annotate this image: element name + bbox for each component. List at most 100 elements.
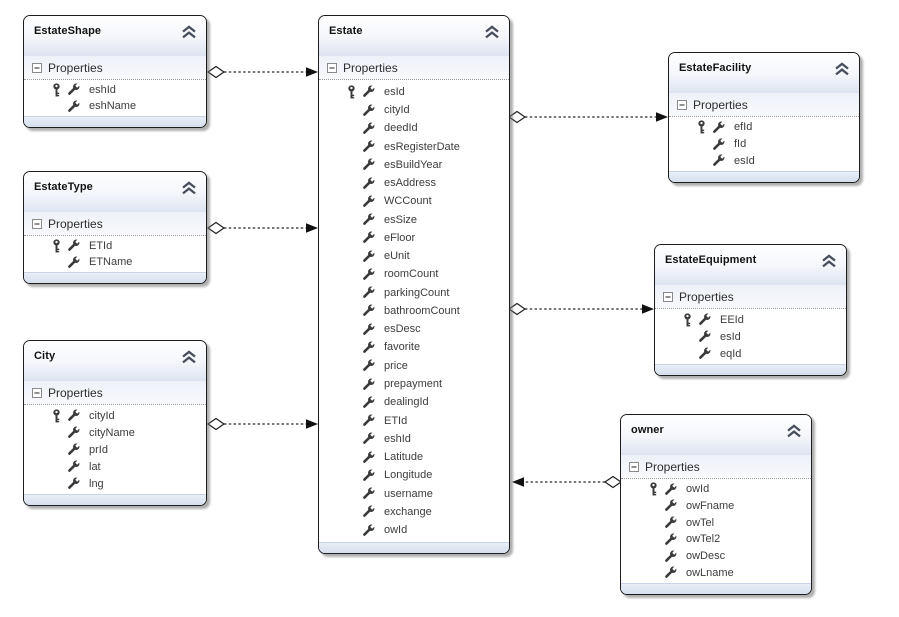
relationship-connector-EstateType-Estate[interactable] bbox=[206, 221, 318, 235]
property-name: eqId bbox=[720, 347, 742, 360]
property-row-roomCount[interactable]: roomCount bbox=[319, 267, 509, 282]
collapse-button[interactable] bbox=[484, 25, 500, 39]
property-row-eqId[interactable]: eqId bbox=[655, 346, 846, 361]
properties-expander-toggle[interactable] bbox=[32, 218, 42, 229]
property-row-Latitude[interactable]: Latitude bbox=[319, 450, 509, 465]
collapse-button[interactable] bbox=[821, 254, 837, 268]
entity-header[interactable]: Estate bbox=[319, 16, 509, 56]
property-row-cityName[interactable]: cityName bbox=[24, 425, 206, 440]
property-row-esDesc[interactable]: esDesc bbox=[319, 322, 509, 337]
properties-section-label: Properties bbox=[343, 60, 398, 75]
property-row-esId[interactable]: esId bbox=[655, 329, 846, 344]
relationship-connector-City-Estate[interactable] bbox=[206, 417, 318, 431]
entity-header[interactable]: EstateEquipment bbox=[655, 245, 846, 285]
entity-header[interactable]: EstateType bbox=[24, 172, 206, 212]
property-row-esSize[interactable]: esSize bbox=[319, 212, 509, 227]
empty-key-slot bbox=[346, 523, 361, 537]
property-list: eshId eshName bbox=[24, 79, 206, 116]
entity-Estate[interactable]: Estate Properties esId cityId deedId esRegi… bbox=[318, 15, 510, 554]
property-row-esId[interactable]: esId bbox=[319, 84, 509, 99]
properties-expander-toggle[interactable] bbox=[327, 62, 337, 73]
property-row-owId[interactable]: owId bbox=[621, 482, 811, 497]
properties-expander-toggle[interactable] bbox=[663, 291, 673, 302]
property-row-ETName[interactable]: ETName bbox=[24, 255, 206, 270]
relationship-connector-Estate-EstateEquipment[interactable] bbox=[507, 302, 654, 316]
minus-box-icon bbox=[629, 461, 639, 472]
entity-header[interactable]: City bbox=[24, 341, 206, 381]
property-row-Longitude[interactable]: Longitude bbox=[319, 468, 509, 483]
entity-header[interactable]: EstateFacility bbox=[669, 53, 859, 93]
collapse-button[interactable] bbox=[181, 350, 197, 364]
property-row-WCCount[interactable]: WCCount bbox=[319, 194, 509, 209]
property-row-parkingCount[interactable]: parkingCount bbox=[319, 285, 509, 300]
property-row-efId[interactable]: efId bbox=[669, 120, 859, 135]
relationship-connector-owner-Estate[interactable] bbox=[512, 475, 623, 489]
key-icon bbox=[53, 83, 60, 97]
property-row-esAddress[interactable]: esAddress bbox=[319, 176, 509, 191]
property-row-dealingId[interactable]: dealingId bbox=[319, 395, 509, 410]
property-row-esBuildYear[interactable]: esBuildYear bbox=[319, 157, 509, 172]
minus-box-icon bbox=[327, 62, 337, 73]
property-row-lng[interactable]: lng bbox=[24, 476, 206, 491]
empty-key-slot bbox=[696, 154, 711, 168]
property-row-exchange[interactable]: exchange bbox=[319, 504, 509, 519]
property-row-eUnit[interactable]: eUnit bbox=[319, 249, 509, 264]
property-row-ETId[interactable]: ETId bbox=[319, 413, 509, 428]
collapse-button[interactable] bbox=[834, 62, 850, 76]
collapse-button[interactable] bbox=[786, 424, 802, 438]
property-row-username[interactable]: username bbox=[319, 486, 509, 501]
properties-expander-toggle[interactable] bbox=[677, 99, 687, 110]
entity-header[interactable]: EstateShape bbox=[24, 16, 206, 56]
property-row-eFloor[interactable]: eFloor bbox=[319, 230, 509, 245]
property-name: prId bbox=[89, 443, 108, 456]
property-row-fId[interactable]: fId bbox=[669, 137, 859, 152]
property-row-owLname[interactable]: owLname bbox=[621, 565, 811, 580]
property-row-ETId[interactable]: ETId bbox=[24, 238, 206, 253]
properties-expander-toggle[interactable] bbox=[32, 62, 42, 73]
relationship-connector-EstateShape-Estate[interactable] bbox=[206, 65, 318, 79]
property-name: owTel2 bbox=[686, 533, 721, 546]
property-row-deedId[interactable]: deedId bbox=[319, 121, 509, 136]
property-row-price[interactable]: price bbox=[319, 358, 509, 373]
properties-expander-toggle[interactable] bbox=[629, 461, 639, 472]
property-icon-slot bbox=[663, 532, 680, 547]
wrench-icon bbox=[363, 505, 375, 518]
property-row-EEId[interactable]: EEId bbox=[655, 312, 846, 327]
key-icon bbox=[348, 85, 355, 99]
property-row-owDesc[interactable]: owDesc bbox=[621, 549, 811, 564]
entity-footer bbox=[621, 583, 811, 594]
property-row-favorite[interactable]: favorite bbox=[319, 340, 509, 355]
properties-section-label: Properties bbox=[693, 97, 748, 112]
property-row-owTel[interactable]: owTel bbox=[621, 515, 811, 530]
property-row-esRegisterDate[interactable]: esRegisterDate bbox=[319, 139, 509, 154]
relationship-connector-Estate-EstateFacility[interactable] bbox=[507, 110, 668, 124]
collapse-button[interactable] bbox=[181, 181, 197, 195]
property-row-owFname[interactable]: owFname bbox=[621, 498, 811, 513]
property-icon-slot bbox=[66, 82, 83, 97]
collapse-button[interactable] bbox=[181, 25, 197, 39]
wrench-icon bbox=[699, 313, 711, 325]
property-row-cityId[interactable]: cityId bbox=[24, 408, 206, 423]
empty-key-slot bbox=[51, 460, 66, 474]
property-row-esId[interactable]: esId bbox=[669, 153, 859, 168]
property-row-lat[interactable]: lat bbox=[24, 459, 206, 474]
property-row-eshName[interactable]: eshName bbox=[24, 99, 206, 114]
property-name: owLname bbox=[686, 566, 734, 579]
property-row-bathroomCount[interactable]: bathroomCount bbox=[319, 303, 509, 318]
properties-expander-toggle[interactable] bbox=[32, 387, 42, 398]
property-row-eshId[interactable]: eshId bbox=[24, 82, 206, 97]
property-row-owId[interactable]: owId bbox=[319, 523, 509, 538]
property-row-eshId[interactable]: eshId bbox=[319, 431, 509, 446]
property-row-owTel2[interactable]: owTel2 bbox=[621, 532, 811, 547]
entity-header[interactable]: owner bbox=[621, 415, 811, 455]
property-icon-slot bbox=[663, 498, 680, 513]
property-row-prId[interactable]: prId bbox=[24, 442, 206, 457]
property-row-prepayment[interactable]: prepayment bbox=[319, 377, 509, 392]
property-row-cityId[interactable]: cityId bbox=[319, 103, 509, 118]
